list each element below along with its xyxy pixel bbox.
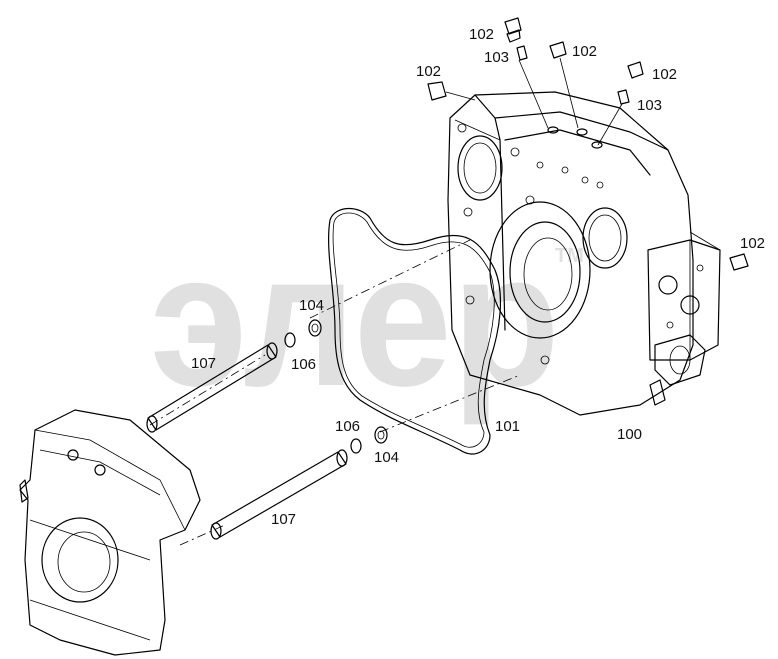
label-102-side: 102 — [740, 235, 765, 252]
gasket-101 — [328, 207, 502, 455]
label-106-upper: 106 — [291, 356, 316, 373]
plug-102-left — [427, 81, 476, 101]
plug-102-side — [729, 253, 749, 271]
housing-100 — [447, 91, 721, 416]
label-100: 100 — [617, 426, 642, 443]
label-102-top-left: 102 — [469, 26, 494, 43]
plug-102-top-left — [504, 17, 522, 43]
label-102-left: 102 — [416, 63, 441, 80]
watermark-text: элер — [150, 214, 560, 426]
label-103-top: 103 — [484, 49, 509, 66]
mating-block — [19, 409, 201, 656]
label-107-lower: 107 — [271, 511, 296, 528]
plug-102-top-right — [627, 61, 644, 79]
tube-107-upper — [146, 342, 278, 433]
label-101: 101 — [495, 418, 520, 435]
label-106-lower: 106 — [335, 418, 360, 435]
tube-107-lower — [210, 449, 348, 540]
label-102-top-middle: 102 — [572, 43, 597, 60]
restrictor-103-top — [516, 45, 549, 129]
oring-106-lower — [350, 438, 362, 454]
oring-106-upper — [284, 332, 296, 348]
label-107-upper: 107 — [191, 355, 216, 372]
restrictor-103-right — [597, 89, 630, 146]
label-103-right: 103 — [637, 97, 662, 114]
label-104-upper: 104 — [299, 297, 324, 314]
seal-104-lower — [374, 426, 388, 444]
seal-104-upper — [308, 319, 322, 337]
label-104-lower: 104 — [374, 449, 399, 466]
label-102-top-right: 102 — [652, 66, 677, 83]
plug-102-top-middle — [549, 41, 579, 129]
assembly-centerlines — [149, 231, 721, 546]
part-labels: 102 103 102 102 102 103 102 104 107 106 … — [191, 26, 765, 528]
